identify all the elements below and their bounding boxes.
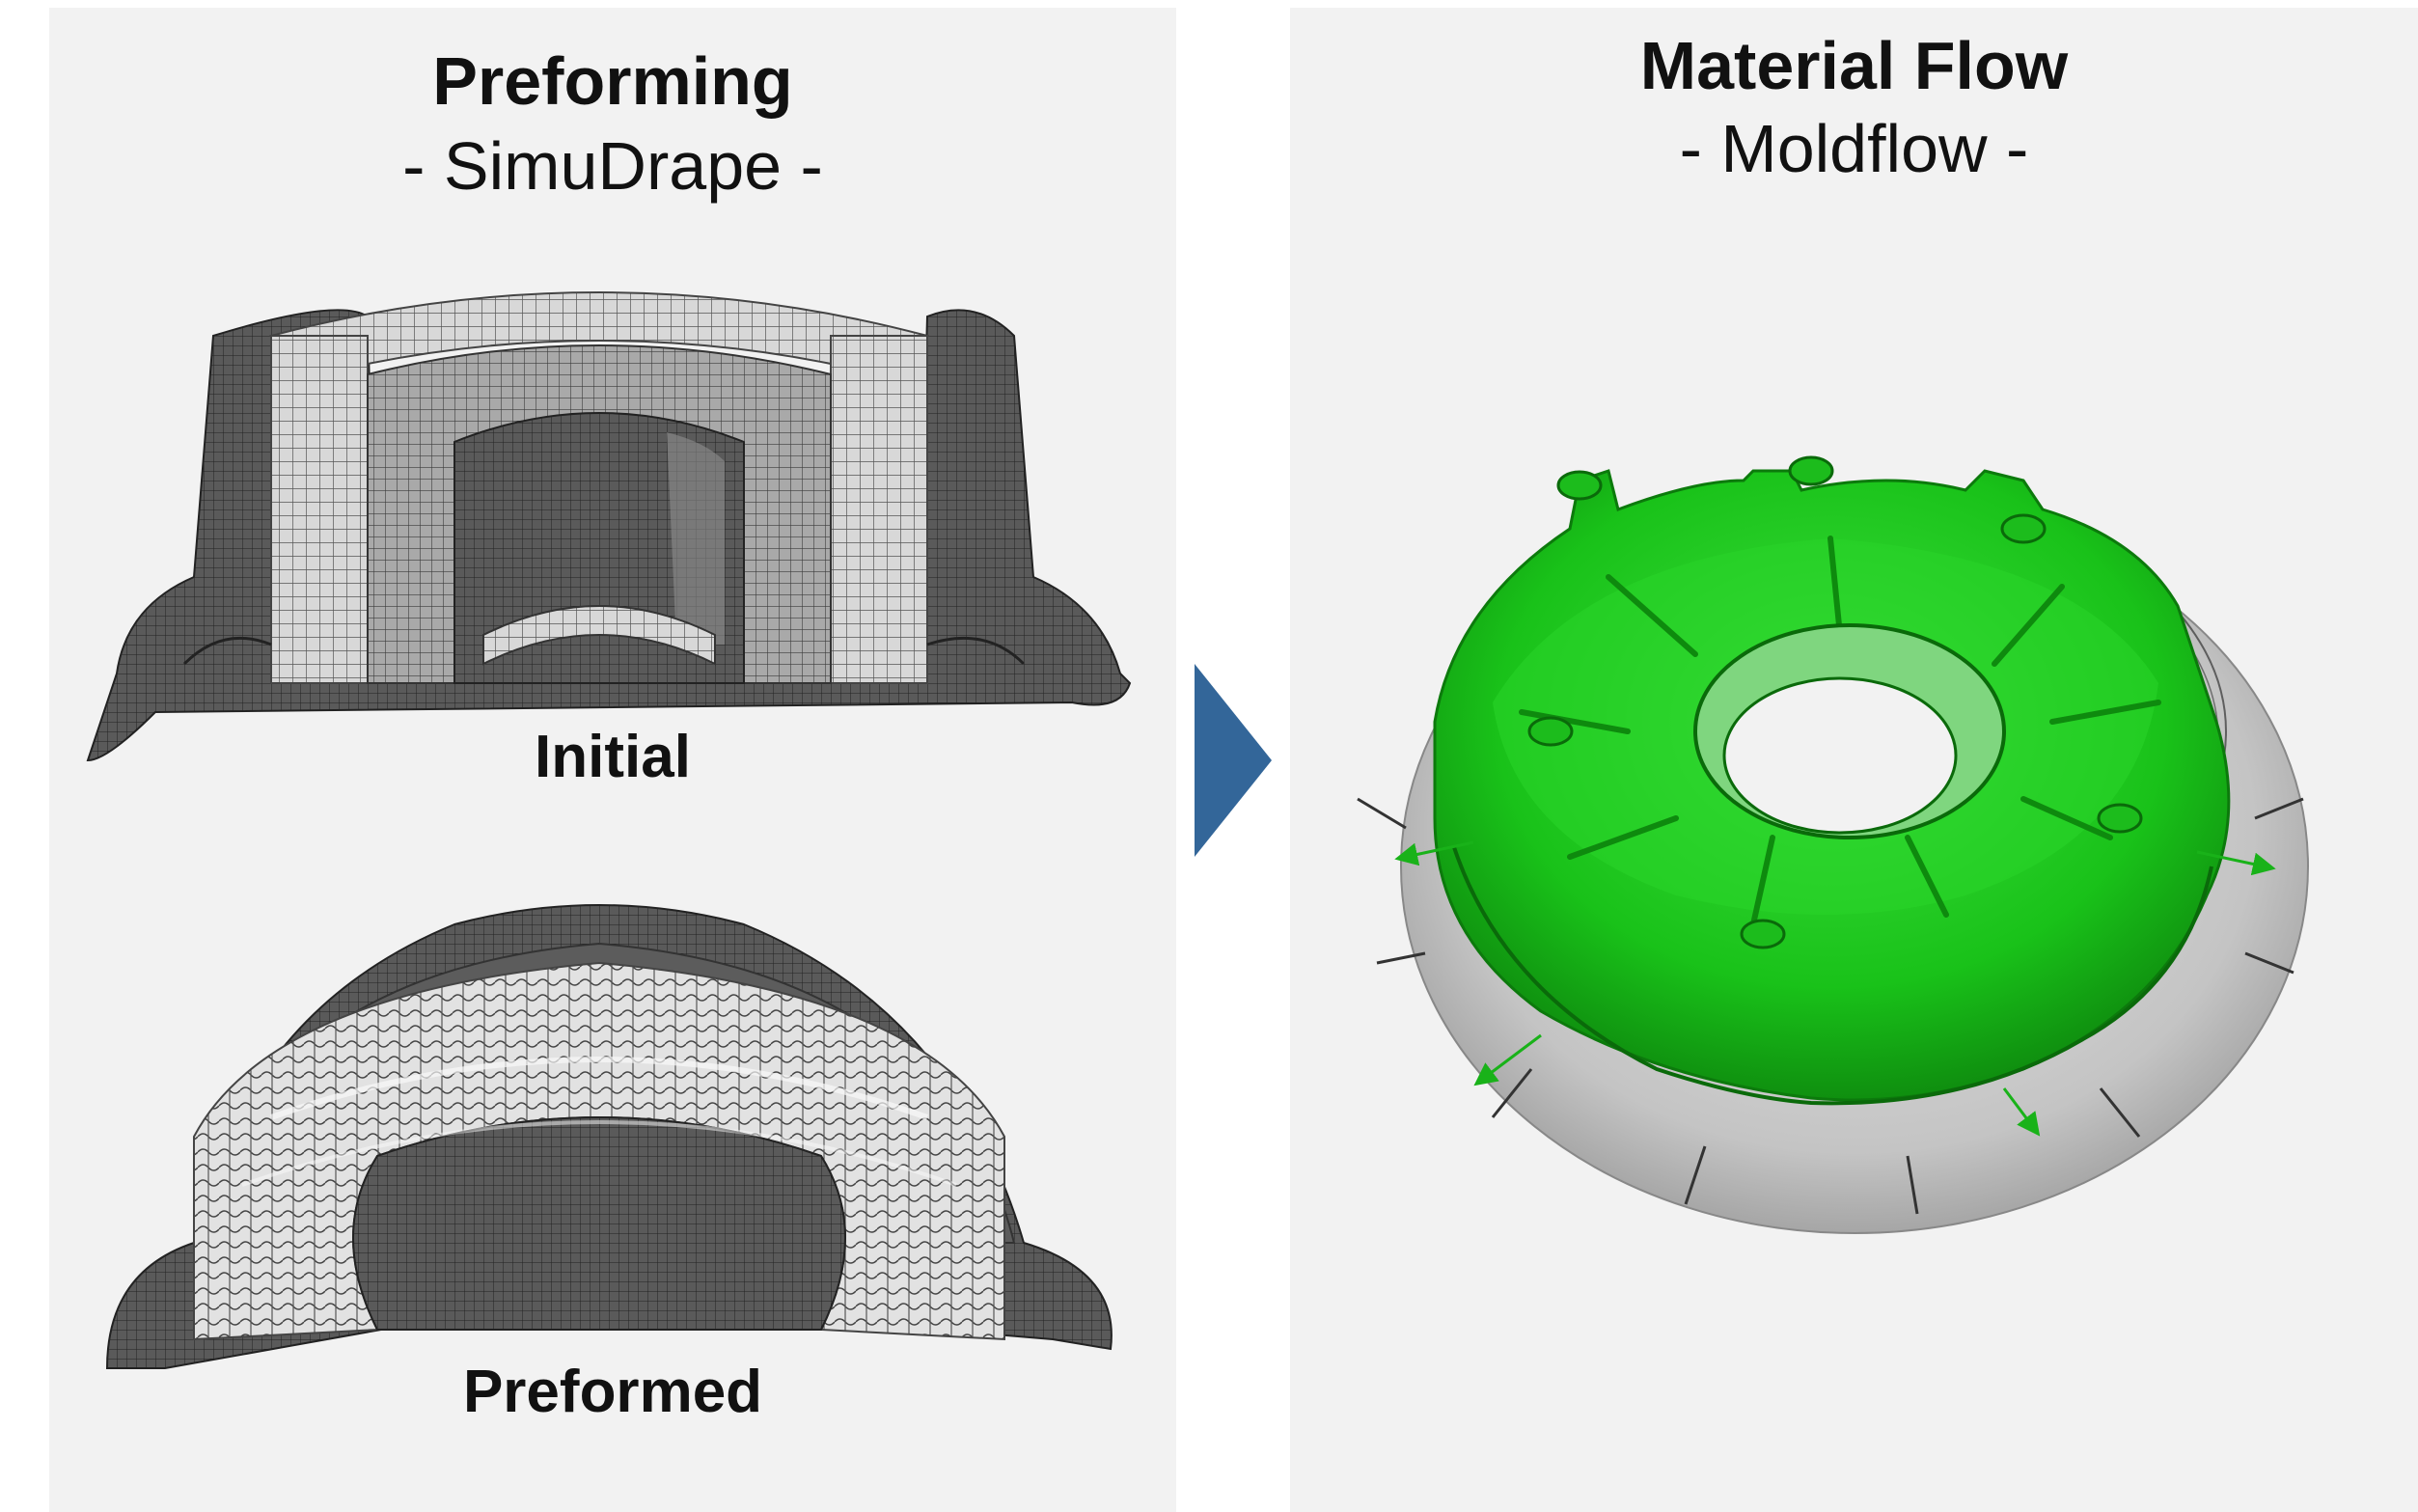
preforming-subtitle: - SimuDrape -	[402, 128, 823, 204]
moldflow-simulation-model	[1357, 455, 2309, 1234]
initial-caption: Initial	[535, 724, 691, 790]
preformed-caption: Preformed	[462, 1359, 763, 1425]
process-arrow-icon	[1195, 664, 1272, 857]
preforming-panel: Preforming - SimuDrape - Initial	[49, 8, 1176, 1512]
material-flow-title: Material Flow	[1639, 28, 2069, 103]
initial-mesh-model	[86, 291, 1132, 762]
material-flow-subtitle: - Moldflow -	[1679, 111, 2029, 186]
preforming-title: Preforming	[432, 43, 793, 119]
material-flow-panel: Material Flow - Moldflow -	[1290, 8, 2418, 1512]
preformed-mesh-model	[105, 904, 1113, 1369]
